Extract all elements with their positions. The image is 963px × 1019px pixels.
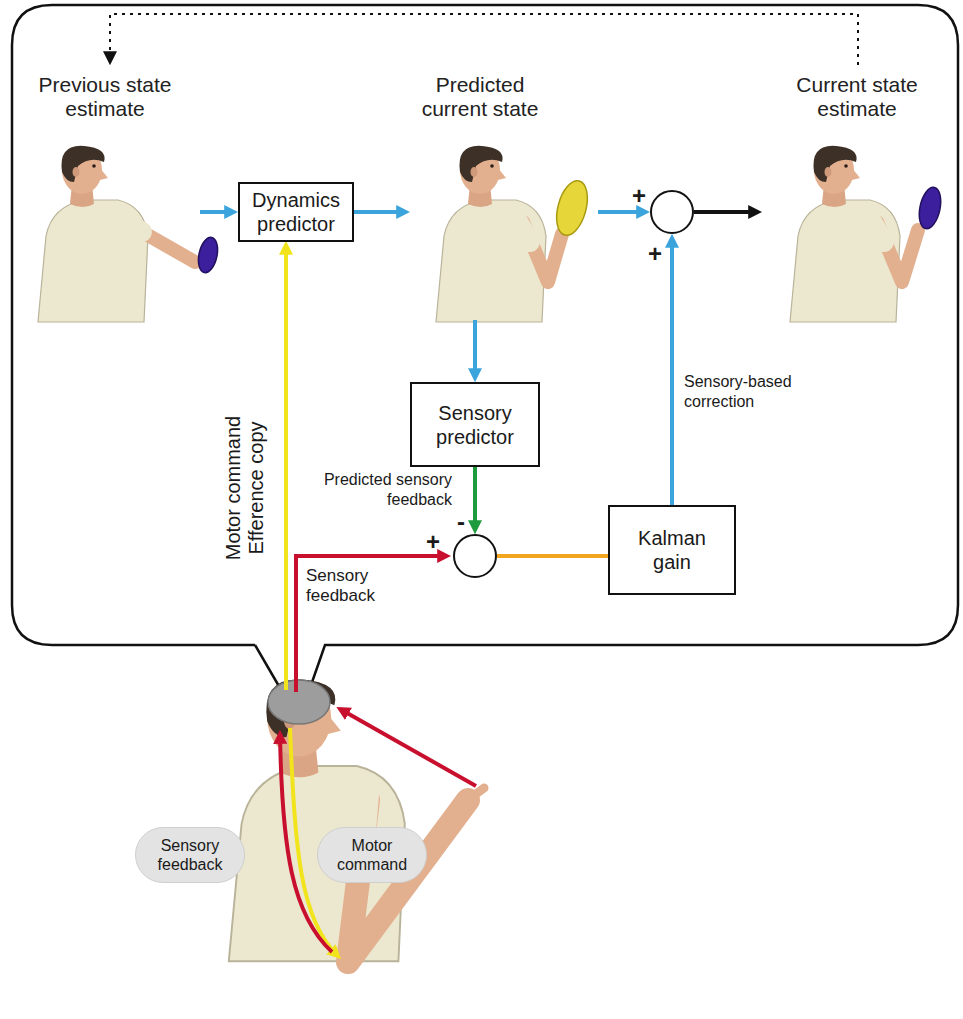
process-box: Sensory predictor — [410, 382, 540, 467]
sum-junction: +- — [453, 534, 497, 578]
node-label: Motor command — [327, 836, 417, 874]
thought-bubble-fill — [12, 5, 958, 688]
signal-arrow — [473, 467, 477, 530]
state-heading: Previous state estimate — [10, 73, 200, 121]
edge-label: Sensory-based correction — [684, 372, 814, 412]
signal-pill: Motor command — [317, 827, 427, 883]
edge-label: Predicted sensory feedback — [296, 470, 452, 510]
node-label: Sensory feedback — [145, 836, 235, 874]
signal-arrow — [694, 210, 758, 214]
target-disc — [916, 185, 944, 230]
process-box: Dynamics predictor — [238, 182, 354, 242]
state-figure: Previous state estimate — [10, 65, 200, 320]
signal-label: Sensory feedback — [306, 566, 416, 605]
vertical-label: Motor command Efference copy — [222, 373, 268, 603]
sign-symbol: + — [632, 186, 646, 206]
sensory-feedback-line — [296, 556, 447, 692]
person-figure — [436, 146, 546, 322]
signal-arrow — [497, 554, 608, 558]
signal-pill: Sensory feedback — [135, 827, 245, 883]
state-heading: Current state estimate — [772, 73, 942, 121]
target-disc — [195, 236, 220, 275]
sum-junction: ++ — [650, 190, 694, 234]
sleeve — [870, 218, 884, 242]
signal-arrow — [473, 320, 477, 378]
pointing-finger — [468, 788, 484, 800]
sign-symbol: + — [426, 532, 440, 552]
sign-symbol: - — [457, 512, 465, 532]
state-figure: Predicted current state — [410, 65, 598, 320]
signal-arrow — [200, 210, 234, 214]
signal-arrow — [598, 210, 646, 214]
person-figure — [790, 146, 900, 322]
sleeve — [118, 218, 142, 232]
signal-arrow — [670, 238, 674, 505]
node-label: Dynamics predictor — [246, 188, 346, 236]
visual-feedback-line — [340, 709, 476, 786]
sign-symbol: + — [648, 244, 662, 264]
sleeve — [516, 218, 530, 242]
state-heading: Predicted current state — [410, 73, 550, 121]
efference-copy-line — [284, 245, 288, 690]
predicted-disc — [551, 177, 593, 238]
state-figure: Current state estimate — [762, 65, 955, 320]
person-figure — [38, 146, 148, 322]
thought-bubble-outline — [12, 5, 958, 688]
brain — [268, 680, 330, 724]
feedback-arrow — [110, 14, 858, 65]
process-box: Kalman gain — [608, 505, 736, 595]
node-label: Kalman gain — [627, 526, 717, 574]
signal-arrow — [354, 210, 406, 214]
node-label: Sensory predictor — [420, 401, 530, 449]
